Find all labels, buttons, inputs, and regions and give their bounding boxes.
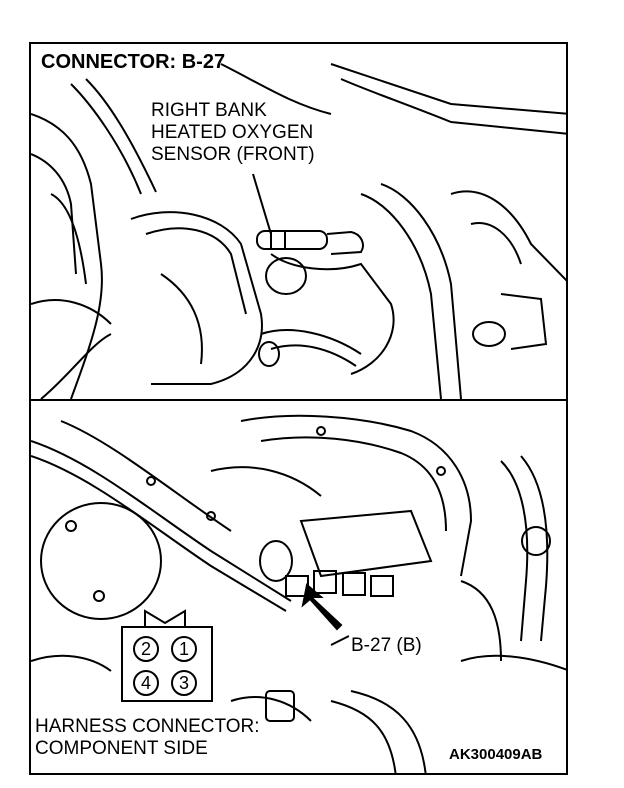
lower-engine-illustration (31, 414, 566, 773)
pin-3: 3 (171, 670, 197, 696)
connector-latch-icon (144, 609, 186, 627)
connector-pin-diagram: 2 1 4 3 (121, 626, 213, 702)
sensor-label-line-1: RIGHT BANK (151, 100, 267, 121)
diagram-frame: CONNECTOR: B-27 RIGHT BANK HEATED OXYGEN… (29, 42, 568, 775)
sensor-label: RIGHT BANK HEATED OXYGEN SENSOR (FRONT) (151, 100, 315, 166)
harness-label: HARNESS CONNECTOR: COMPONENT SIDE (35, 716, 260, 760)
figure-code: AK300409AB (449, 746, 543, 763)
pin-2: 2 (133, 636, 159, 662)
section-divider (31, 399, 566, 401)
pin-1: 1 (171, 636, 197, 662)
harness-label-line-1: HARNESS CONNECTOR: (35, 716, 260, 737)
sensor-label-line-3: SENSOR (FRONT) (151, 144, 315, 165)
sensor-label-line-2: HEATED OXYGEN (151, 122, 314, 143)
connector-callout: B-27 (B) (349, 635, 424, 656)
pin-4: 4 (133, 670, 159, 696)
harness-label-line-2: COMPONENT SIDE (35, 738, 208, 759)
diagram-title: CONNECTOR: B-27 (41, 51, 226, 73)
upper-engine-illustration (31, 63, 566, 399)
